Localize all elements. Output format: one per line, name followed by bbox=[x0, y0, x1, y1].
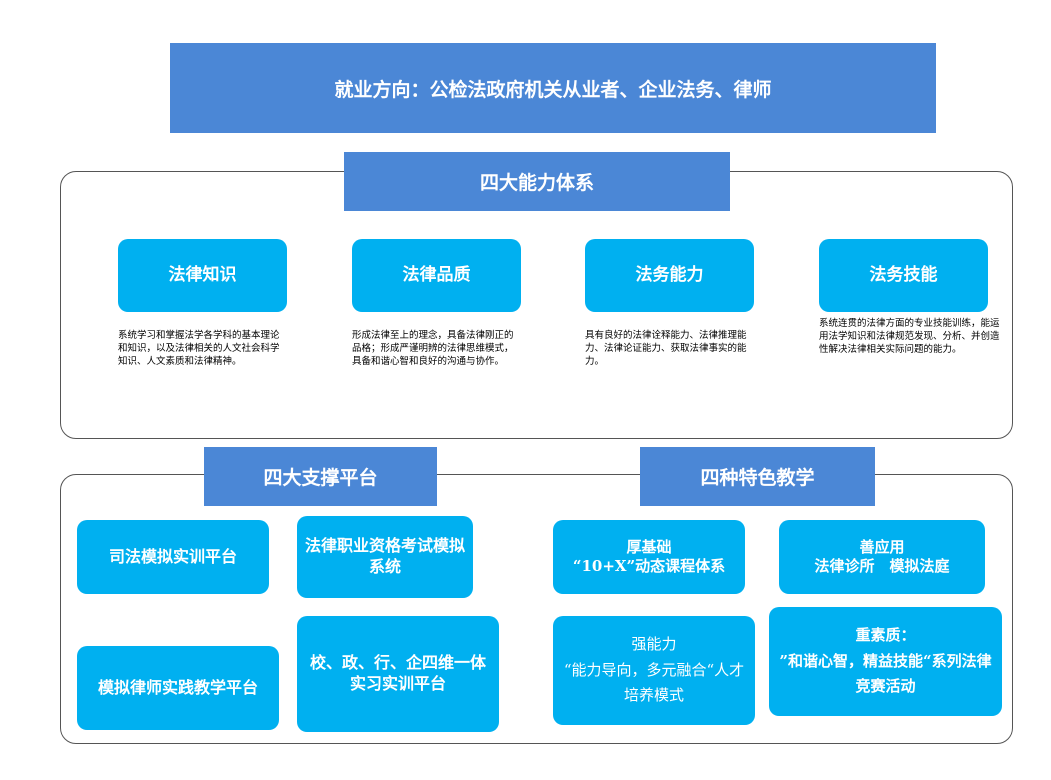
ability-legal-service-box: 法务能力 bbox=[585, 239, 754, 312]
teaching-line1: 重素质： bbox=[855, 626, 916, 645]
teaching-line2: “能力导向，多元融合“人才培养模式 bbox=[563, 660, 745, 705]
abilities-title: 四大能力体系 bbox=[479, 172, 594, 194]
ability-description: 系统学习和掌握法学各学科的基本理论和知识，以及法律相关的人文社会科学知识、人文素… bbox=[118, 330, 280, 367]
teaching-line2: ”和谐心智，精益技能“系列法律竞赛活动 bbox=[779, 651, 992, 696]
teaching-application-box: 善应用 法律诊所 模拟法庭 bbox=[779, 520, 985, 594]
platforms-title-bar: 四大支撑平台 bbox=[204, 447, 437, 506]
ability-label: 法务能力 bbox=[635, 265, 704, 286]
ability-description: 具有良好的法律诠释能力、法律推理能力、法律论证能力、获取法律事实的能力。 bbox=[585, 330, 747, 367]
ability-legal-skills-box: 法务技能 bbox=[819, 239, 988, 312]
teaching-ability-box: 强能力 “能力导向，多元融合“人才培养模式 bbox=[553, 616, 755, 725]
teaching-quality-box: 重素质： ”和谐心智，精益技能“系列法律竞赛活动 bbox=[769, 607, 1002, 716]
platform-bar-exam-box: 法律职业资格考试模拟系统 bbox=[297, 516, 473, 598]
ability-label: 法律品质 bbox=[402, 265, 471, 286]
teaching-title-bar: 四种特色教学 bbox=[640, 447, 875, 506]
employment-direction-text: 就业方向：公检法政府机关从业者、企业法务、律师 bbox=[334, 78, 772, 101]
teaching-line1: 善应用 bbox=[859, 537, 905, 556]
ability-legal-knowledge-box: 法律知识 bbox=[118, 239, 287, 312]
platform-mock-lawyer-box: 模拟律师实践教学平台 bbox=[77, 646, 279, 730]
ability-legal-quality-box: 法律品质 bbox=[352, 239, 521, 312]
ability-description: 形成法律至上的理念，具备法律刚正的品格；形成严谨明辨的法律思维模式，具备和谐心智… bbox=[352, 330, 514, 367]
ability-description: 系统连贯的法律方面的专业技能训练，能运用法学知识和法律规范发现、分析、并创造性解… bbox=[819, 318, 1000, 355]
platform-label: 校、政、行、企四维一体实习实训平台 bbox=[309, 653, 486, 693]
platform-label: 法律职业资格考试模拟系统 bbox=[305, 536, 466, 576]
abilities-title-bar: 四大能力体系 bbox=[344, 152, 730, 211]
platform-four-dimension-box: 校、政、行、企四维一体实习实训平台 bbox=[297, 616, 499, 732]
teaching-line1: 强能力 bbox=[631, 635, 677, 654]
employment-direction-banner: 就业方向：公检法政府机关从业者、企业法务、律师 bbox=[170, 43, 936, 133]
teaching-foundation-box: 厚基础 “10+X”动态课程体系 bbox=[553, 520, 745, 594]
platform-label: 司法模拟实训平台 bbox=[108, 546, 237, 566]
teaching-line1: 厚基础 bbox=[626, 537, 672, 556]
ability-label: 法律知识 bbox=[168, 265, 237, 286]
platform-judicial-simulation-box: 司法模拟实训平台 bbox=[77, 520, 269, 594]
ability-label: 法务技能 bbox=[869, 265, 938, 286]
platforms-title: 四大支撑平台 bbox=[263, 467, 378, 489]
teaching-line2: 法律诊所 模拟法庭 bbox=[814, 557, 950, 575]
teaching-line2: “10+X”动态课程体系 bbox=[572, 557, 726, 575]
teaching-title: 四种特色教学 bbox=[700, 467, 815, 489]
platform-label: 模拟律师实践教学平台 bbox=[97, 677, 258, 697]
